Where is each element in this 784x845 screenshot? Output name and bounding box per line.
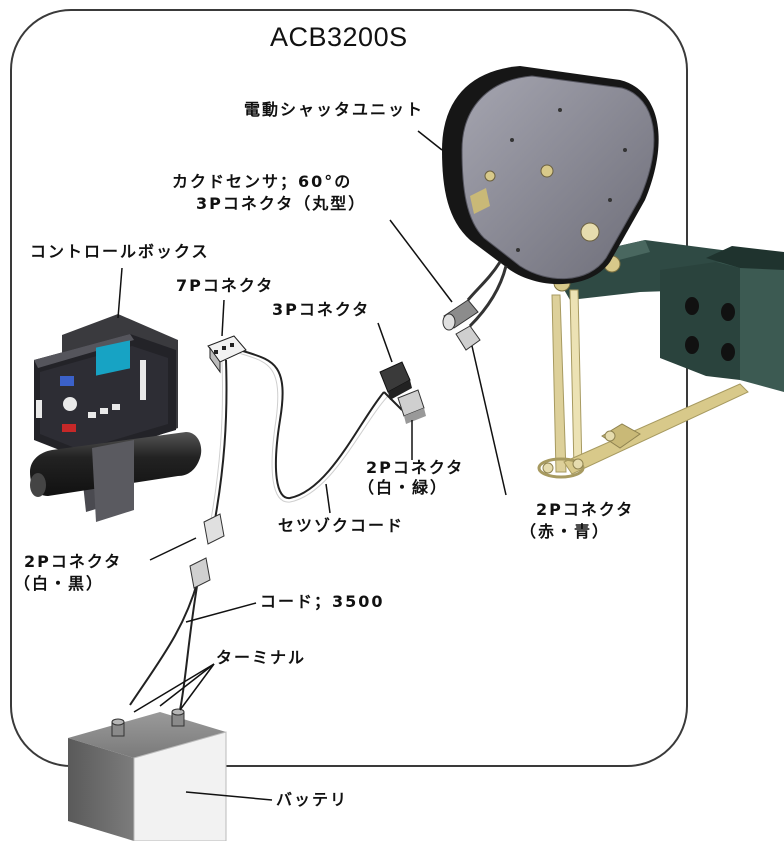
mounting-bracket [548, 240, 784, 392]
battery [68, 708, 227, 842]
label-connector-7p: 7Pコネクタ [176, 276, 275, 295]
connector-7p [207, 335, 247, 374]
control-box [30, 314, 202, 522]
label-connector-2p-wg-line1: 2Pコネクタ [366, 458, 465, 477]
wiring-harness [129, 349, 403, 711]
connector-3p [379, 361, 412, 400]
kit-title: ACB3200S [270, 22, 408, 52]
shutter-unit [442, 66, 659, 285]
red-blue-2p-connector [455, 325, 481, 351]
unit-wires [466, 261, 508, 328]
leader-lines [117, 130, 507, 801]
label-battery: バッテリ [276, 790, 349, 809]
label-angle-sensor-line1: カクドセンサ；60°の [172, 172, 353, 191]
linkage-rods [537, 289, 749, 479]
label-angle-sensor-line2: 3Pコネクタ（丸型） [196, 194, 367, 213]
connector-2p-white-green [397, 389, 426, 424]
label-shutter-unit: 電動シャッタユニット [244, 100, 425, 119]
label-control-box: コントロールボックス [30, 242, 210, 261]
kit-frame [10, 9, 688, 767]
label-connection-cord: セツゾクコード [278, 516, 405, 535]
label-connector-2p-rb-line2: （赤・青） [520, 522, 611, 541]
label-connector-2p-rb-line1: 2Pコネクタ [536, 500, 635, 519]
label-connector-2p-wk-line2: （白・黒） [14, 574, 105, 593]
label-terminal: ターミナル [216, 648, 307, 667]
label-connector-2p-wk-line1: 2Pコネクタ [24, 552, 123, 571]
label-connector-2p-wg-line2: （白・緑） [358, 478, 449, 497]
label-cord-3500: コード；3500 [260, 592, 385, 611]
round-3p-connector [442, 299, 479, 331]
connector-2p-white-black [189, 513, 225, 589]
label-connector-3p: 3Pコネクタ [272, 300, 371, 319]
